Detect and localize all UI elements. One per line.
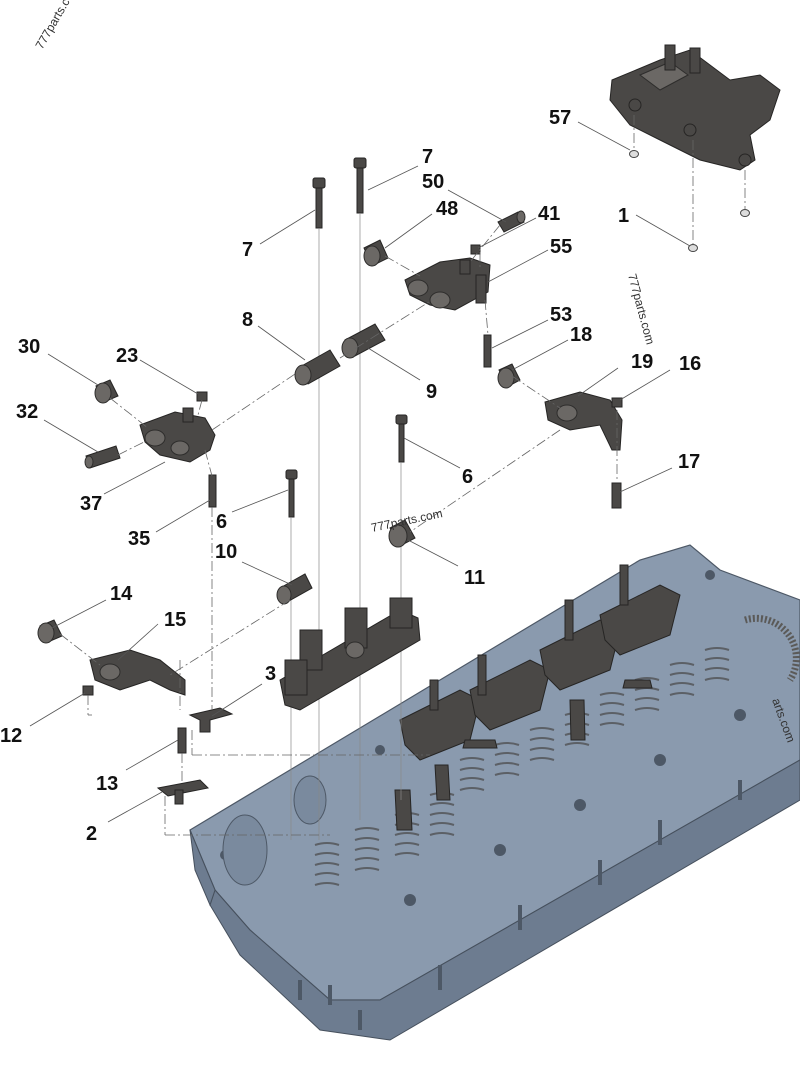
callout-7-right: 7 [422,146,433,168]
callout-8: 8 [242,309,253,331]
callout-7-left: 7 [242,239,253,261]
bushing-18 [497,363,521,389]
callout-48: 48 [436,198,458,220]
gear-ring [744,614,800,682]
callout-18: 18 [570,324,592,346]
valve-springs [314,647,730,886]
callout-30: 30 [18,336,40,358]
callout-11: 11 [464,567,485,589]
callout-9: 9 [426,381,437,403]
callout-1: 1 [618,205,629,227]
adjust-screw-17 [611,482,622,509]
callout-37: 37 [80,493,102,515]
pin-8 [294,349,341,386]
rocker-arm-19 [544,391,623,451]
bolt-53 [483,334,492,368]
callout-55: 55 [550,236,572,258]
callout-16: 16 [679,353,701,375]
nut-16 [611,397,623,408]
pin-10 [276,573,313,605]
callout-23: 23 [116,345,138,367]
bolt-7-left [312,177,326,229]
bolt-6-left [285,469,298,518]
washer-1 [688,244,698,252]
bushing-11 [388,519,416,548]
callout-57: 57 [549,107,571,129]
watermark-right: 777parts.com [625,272,657,346]
callout-50: 50 [422,171,444,193]
bridge-2 [156,779,210,805]
rocker-support-55 [404,257,491,311]
callout-6-left: 6 [216,511,227,533]
callout-6-right: 6 [462,466,473,488]
washer [740,209,750,217]
watermark-top-left: 777parts.c [32,0,72,51]
assembly-lines [59,224,561,836]
callout-12: 12 [0,725,22,747]
bolt-6-right [395,414,408,463]
assembled-rocker-arms [394,564,681,831]
callout-32: 32 [16,401,38,423]
callout-35: 35 [128,528,150,550]
nut-41 [470,244,481,255]
bushing-48 [363,239,389,267]
callout-53: 53 [550,304,572,326]
cylinder-head [189,544,800,1041]
support-bracket [609,44,781,171]
rocker-arm-15 [89,649,186,696]
bushing-30 [94,379,119,404]
nut-23 [196,391,208,402]
rocker-shaft-3 [279,597,421,711]
callout-13: 13 [96,773,118,795]
washer-57 [629,150,639,158]
bolt-7-right [353,157,367,214]
bridge-3 [188,707,234,733]
callout-labels: 57 1 7 7 50 48 41 55 8 53 18 9 30 23 19 … [0,107,701,845]
callout-14: 14 [110,583,133,605]
callout-19: 19 [631,351,653,373]
leader-lines [29,121,691,823]
callout-10: 10 [215,541,237,563]
callout-2: 2 [86,823,97,845]
dowel-32 [84,445,121,469]
callout-17: 17 [678,451,700,473]
bushing-14 [37,619,63,644]
pin-9 [341,323,386,359]
callout-3: 3 [265,663,276,685]
rocker-support-37 [139,407,216,463]
callout-41: 41 [538,203,560,225]
dowel-50 [497,210,526,233]
screw-13 [177,727,187,754]
bolt-35 [208,474,217,508]
callout-15: 15 [164,609,186,631]
